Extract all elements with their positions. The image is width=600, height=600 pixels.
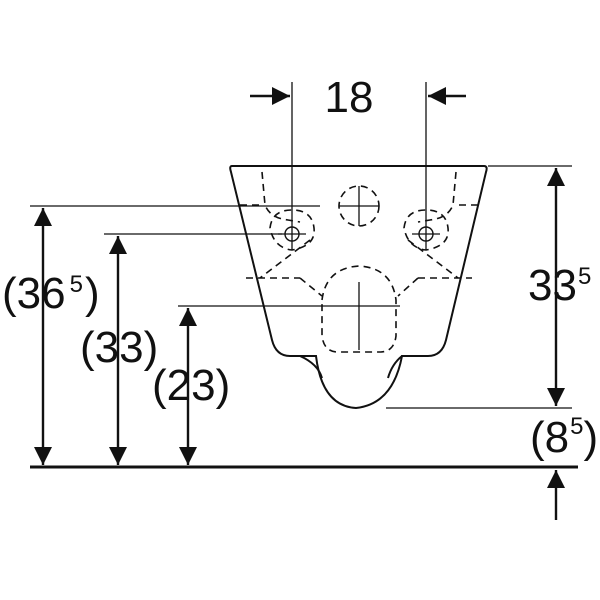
fixing-hole-left xyxy=(284,226,300,242)
height-outlet-label: (23) xyxy=(152,361,230,410)
centre-lines xyxy=(278,82,440,350)
hole-spacing-label: 18 xyxy=(325,73,374,122)
extension-lines xyxy=(30,165,572,409)
depth-label: 335 xyxy=(528,261,591,310)
toilet-bowl-outline xyxy=(229,165,488,410)
offset-label: (85) xyxy=(530,413,598,462)
dimension-arrows xyxy=(34,87,565,520)
fixing-hole-right xyxy=(418,226,434,242)
hidden-lines xyxy=(240,171,478,353)
height-fixing-label: (33) xyxy=(80,323,158,372)
